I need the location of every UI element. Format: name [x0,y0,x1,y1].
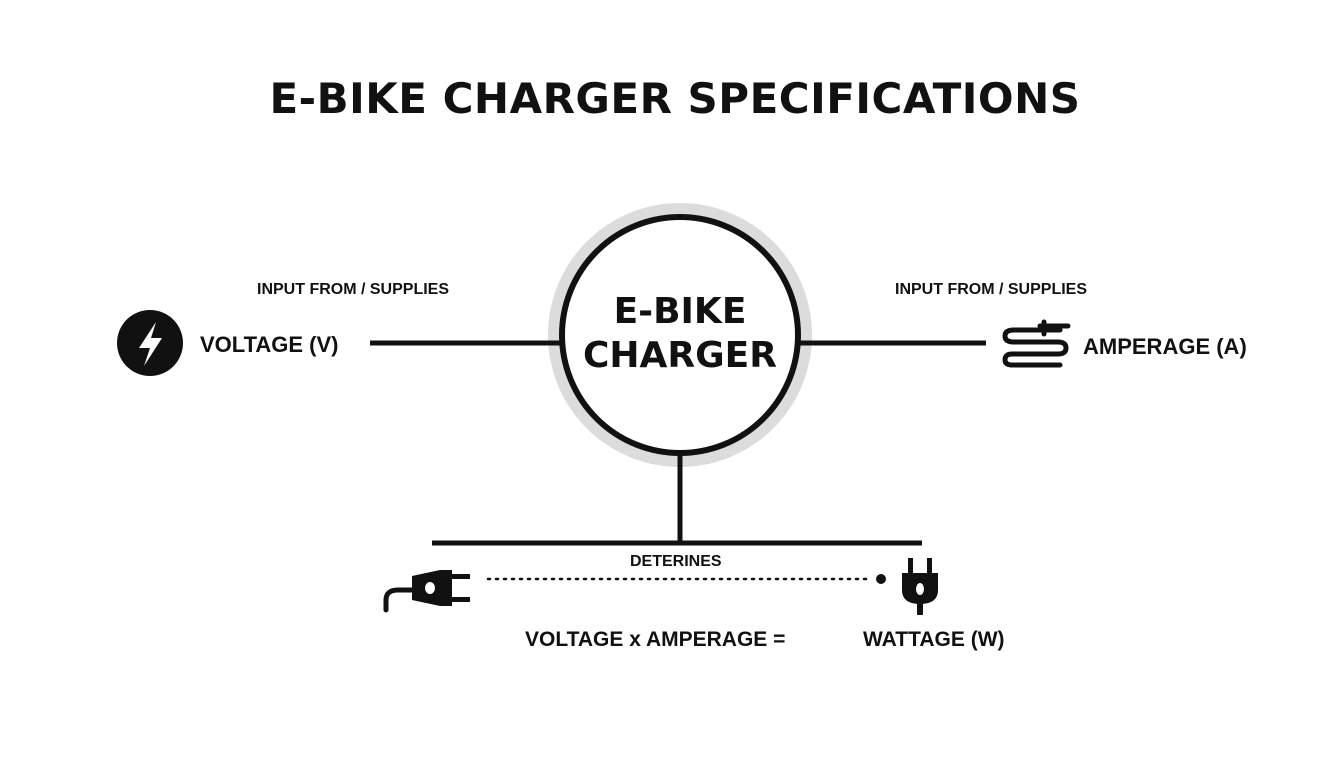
amperage-label: AMPERAGE (A) [1083,334,1247,359]
voltage-label: VOLTAGE (V) [200,332,339,357]
wattage-label: WATTAGE (W) [863,628,1005,651]
charger-label-line1: E-BIKE [613,291,747,332]
lightning-bolt-icon [117,310,183,376]
charger-label: E-BIKE CHARGER [560,290,800,378]
diagram-title: E-BIKE CHARGER SPECIFICATIONS [269,74,1081,123]
wall-plug-icon [902,558,938,615]
coiled-cable-icon [1002,319,1071,368]
determines-caption: DETERINES [630,553,722,570]
dotted-link-end-dot [876,574,886,584]
right-caption: INPUT FROM / SUPPLIES [895,281,1088,298]
formula-label: VOLTAGE x AMPERAGE = [525,628,786,651]
charger-label-line2: CHARGER [583,335,777,376]
left-caption: INPUT FROM / SUPPLIES [257,281,450,298]
power-plug-icon [383,570,470,613]
